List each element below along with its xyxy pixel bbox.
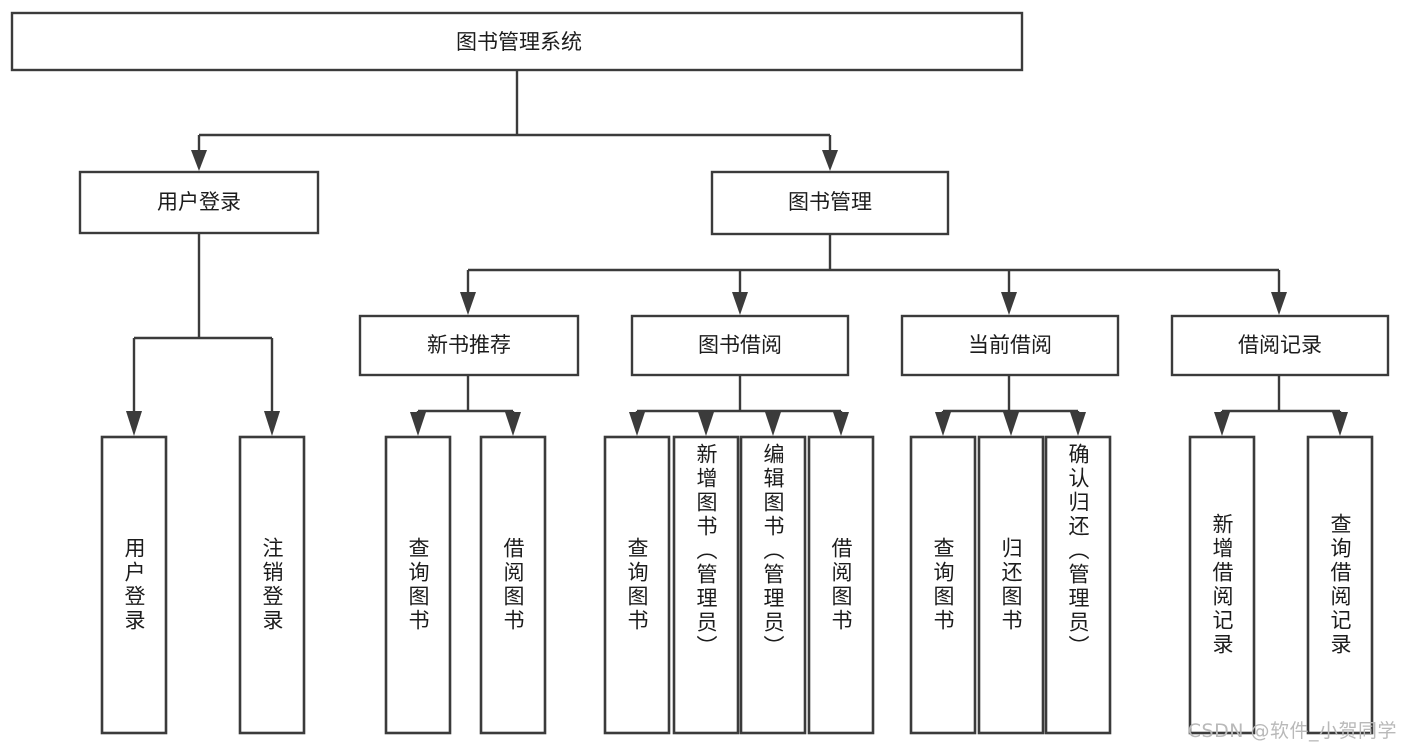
arrow-head-leaf-add-book bbox=[698, 412, 714, 436]
leaf-box-query-book-c[interactable] bbox=[909, 435, 977, 735]
node-book-manage[interactable]: 图书管理 bbox=[710, 170, 950, 236]
node-root-system-label: 图书管理系统 bbox=[456, 30, 582, 54]
arrow-head-user-login bbox=[191, 150, 207, 171]
arrow-head-leaf-return-book bbox=[1003, 412, 1019, 436]
arrow-head-book-manage bbox=[822, 150, 838, 171]
leaf-box-borrow-book-b[interactable] bbox=[807, 435, 875, 735]
leaf-box-add-record[interactable] bbox=[1188, 435, 1256, 735]
arrow-head-current-borrow bbox=[1001, 292, 1017, 315]
arrow-head-leaf-logout bbox=[264, 411, 280, 436]
node-new-book-recommend-label: 新书推荐 bbox=[427, 333, 511, 357]
arrow-head-book-borrow bbox=[732, 292, 748, 315]
node-book-borrow-label: 图书借阅 bbox=[698, 333, 782, 357]
node-user-login[interactable]: 用户登录 bbox=[78, 170, 320, 235]
node-borrow-record[interactable]: 借阅记录 bbox=[1170, 314, 1390, 377]
node-book-manage-label: 图书管理 bbox=[788, 190, 872, 214]
node-layer: 图书管理系统 用户登录 图书管理 新书推荐 图书借阅 bbox=[10, 11, 1390, 377]
watermark-text: CSDN @软件_小贺同学 bbox=[1187, 720, 1397, 742]
arrow-head-leaf-add-record bbox=[1214, 412, 1230, 436]
leaf-box-edit-book[interactable] bbox=[739, 435, 807, 735]
leaf-box-user-login[interactable] bbox=[100, 435, 168, 735]
leaf-box-return-book[interactable] bbox=[977, 435, 1045, 735]
node-borrow-record-label: 借阅记录 bbox=[1238, 333, 1322, 357]
leaf-box-add-book[interactable] bbox=[672, 435, 740, 735]
arrow-head-leaf-borrow-book-a bbox=[505, 412, 521, 436]
leaf-box-query-book-a[interactable] bbox=[384, 435, 452, 735]
arrow-head-leaf-query-record bbox=[1332, 412, 1348, 436]
leaf-box-query-book-b[interactable] bbox=[603, 435, 671, 735]
arrow-head-leaf-query-book-b bbox=[629, 412, 645, 436]
arrow-head-new-book bbox=[460, 292, 476, 315]
node-new-book-recommend[interactable]: 新书推荐 bbox=[358, 314, 580, 377]
leaf-layer bbox=[100, 435, 1374, 735]
arrow-head-leaf-edit-book bbox=[765, 412, 781, 436]
node-user-login-label: 用户登录 bbox=[157, 190, 241, 214]
leaf-box-logout[interactable] bbox=[238, 435, 306, 735]
arrow-head-borrow-record bbox=[1271, 292, 1287, 315]
arrow-head-leaf-borrow-book-b bbox=[833, 412, 849, 436]
node-current-borrow[interactable]: 当前借阅 bbox=[900, 314, 1120, 377]
node-current-borrow-label: 当前借阅 bbox=[968, 333, 1052, 357]
arrow-head-leaf-confirm-return bbox=[1070, 412, 1086, 436]
leaf-box-confirm-return[interactable] bbox=[1044, 435, 1112, 735]
node-book-borrow[interactable]: 图书借阅 bbox=[630, 314, 850, 377]
node-root-system[interactable]: 图书管理系统 bbox=[10, 11, 1024, 72]
leaf-box-query-record[interactable] bbox=[1306, 435, 1374, 735]
arrow-head-leaf-query-book-a bbox=[410, 412, 426, 436]
arrow-head-leaf-user-login bbox=[126, 411, 142, 436]
arrow-head-leaf-query-book-c bbox=[935, 412, 951, 436]
connector-layer bbox=[126, 70, 1348, 436]
leaf-box-borrow-book-a[interactable] bbox=[479, 435, 547, 735]
